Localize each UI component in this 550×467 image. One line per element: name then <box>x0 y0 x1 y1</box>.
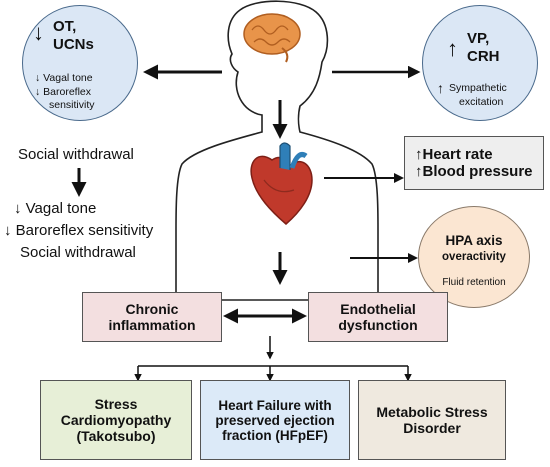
hpa-circle: HPA axis overactivity Fluid retention <box>418 206 530 308</box>
hfpef-label: fraction (HFpEF) <box>222 427 328 443</box>
takotsubo-label: (Takotsubo) <box>76 428 156 444</box>
blood-pressure-label: ↑Blood pressure <box>415 163 533 180</box>
vagal-tone-text: ↓ Vagal tone <box>14 200 97 217</box>
crh-label: CRH <box>467 48 500 65</box>
chronic-inflammation-box: Chronic inflammation <box>82 292 222 342</box>
metabolic-stress-label: Metabolic Stress <box>376 404 488 420</box>
vp-label: VP, <box>467 30 490 47</box>
heart-rate-box: ↑Heart rate ↑Blood pressure <box>404 136 544 190</box>
hfpef-box: Heart Failure with preserved ejection fr… <box>200 380 350 460</box>
sympathetic-arrow: ↑ <box>437 80 444 96</box>
brain-icon <box>243 13 301 63</box>
vasopressin-circle: ↑ VP, CRH ↑ Sympathetic excitation <box>422 5 538 121</box>
heart-failure-label: Heart Failure with <box>218 397 332 413</box>
body-silhouette <box>175 0 379 301</box>
stress-cardiomyopathy-box: Stress Cardiomyopathy (Takotsubo) <box>40 380 192 460</box>
heart-rate-label: ↑Heart rate <box>415 146 493 163</box>
sympathetic-label: Sympathetic <box>449 82 507 94</box>
excitation-label: excitation <box>459 96 504 108</box>
chronic-label: Chronic <box>125 301 179 317</box>
dysfunction-label: dysfunction <box>338 317 418 333</box>
down-arrow: ↓ <box>33 20 44 45</box>
social-withdrawal-top: Social withdrawal <box>18 146 134 163</box>
vagal-tone-label: ↓ Vagal tone <box>35 72 93 84</box>
baroreflex-label: ↓ Baroreflex <box>35 86 92 98</box>
up-arrow: ↑ <box>447 36 458 61</box>
ot-label: OT, <box>53 18 77 35</box>
disorder-label: Disorder <box>403 420 461 436</box>
ucns-label: UCNs <box>53 36 94 53</box>
oxytocin-circle: ↓ OT, UCNs ↓ Vagal tone ↓ Baroreflex sen… <box>22 5 138 121</box>
heart-icon <box>250 142 313 225</box>
stress-label: Stress <box>94 396 138 412</box>
social-withdrawal-bottom: Social withdrawal <box>20 244 136 261</box>
endothelial-dysfunction-box: Endothelial dysfunction <box>308 292 448 342</box>
inflammation-label: inflammation <box>108 317 196 333</box>
baroreflex-text: ↓ Baroreflex sensitivity <box>4 222 154 239</box>
sensitivity-label: sensitivity <box>49 99 95 111</box>
preserved-ejection-label: preserved ejection <box>215 412 335 428</box>
overactivity-label: overactivity <box>442 251 506 263</box>
endothelial-label: Endothelial <box>340 301 416 317</box>
metabolic-stress-box: Metabolic Stress Disorder <box>358 380 506 460</box>
fluid-retention-label: Fluid retention <box>442 277 506 288</box>
hpa-axis-label: HPA axis <box>445 233 503 248</box>
cardiomyopathy-label: Cardiomyopathy <box>60 412 172 428</box>
